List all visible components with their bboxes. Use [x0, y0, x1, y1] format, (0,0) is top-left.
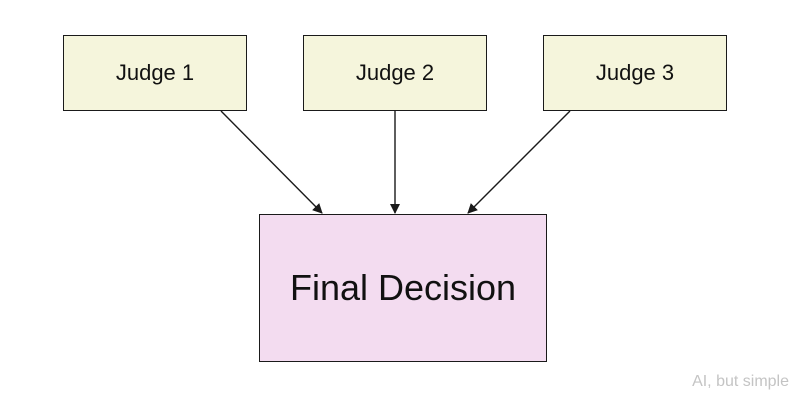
- edge-judge-1-to-final: [220, 110, 323, 214]
- judge-1-node: Judge 1: [63, 35, 247, 111]
- final-decision-node: Final Decision: [259, 214, 547, 362]
- edge-judge-3-to-final: [467, 110, 571, 214]
- watermark-text: AI, but simple: [692, 373, 789, 390]
- judge-3-label: Judge 3: [595, 60, 675, 85]
- judge-2-label: Judge 2: [355, 60, 435, 85]
- final-decision-label: Final Decision: [289, 267, 517, 308]
- judge-3-node: Judge 3: [543, 35, 727, 111]
- judge-1-label: Judge 1: [115, 60, 195, 85]
- judge-2-node: Judge 2: [303, 35, 487, 111]
